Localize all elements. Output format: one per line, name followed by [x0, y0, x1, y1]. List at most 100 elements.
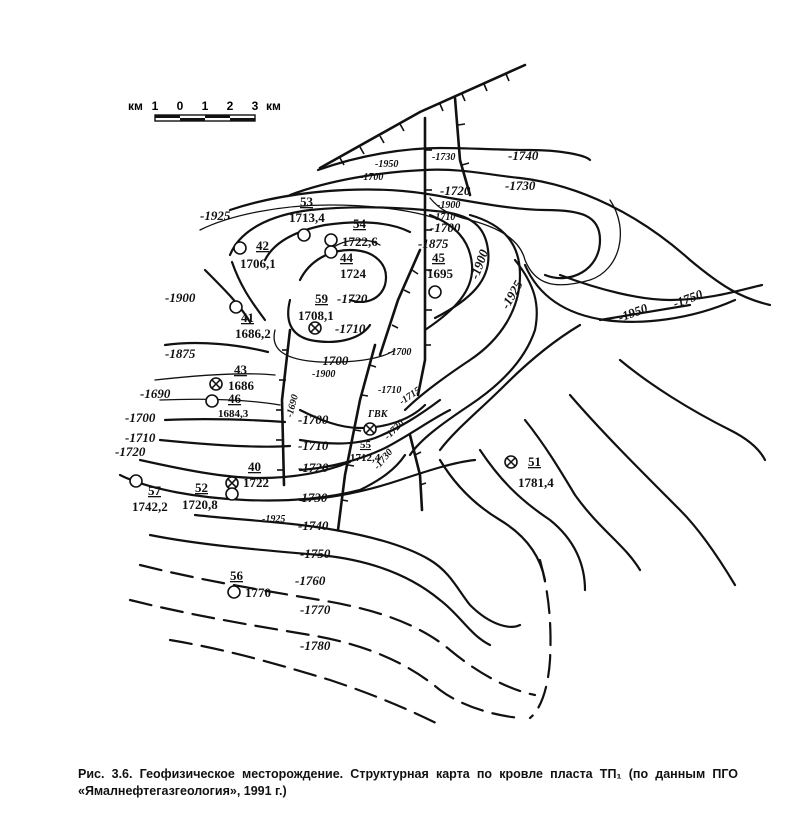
contour-line: [230, 260, 267, 322]
contour-label: -1720: [298, 460, 329, 475]
contour-line: [438, 458, 547, 582]
well-depth: 1686: [228, 378, 255, 393]
contour-line: [408, 258, 538, 457]
contour-label: -1730: [432, 152, 455, 163]
well-open-icon: [225, 487, 239, 501]
contour-label: -1720: [337, 291, 368, 306]
contour-line: [138, 458, 352, 480]
contour-line: [263, 221, 412, 262]
scale-bar: км 1 0 1 2 3 км: [128, 99, 281, 122]
contour-line: [558, 273, 764, 302]
contour-label: -1710: [335, 321, 366, 336]
fault-tick: [359, 146, 365, 155]
contour-label: -1720: [440, 183, 471, 198]
contour-label: -1710: [298, 438, 329, 453]
contour-line-dashed: [138, 563, 537, 697]
well-59[interactable]: 59 1708,1: [298, 291, 334, 335]
well-40[interactable]: 40 1722: [225, 459, 269, 490]
well-crossed-icon: [363, 422, 377, 436]
well-42[interactable]: 42 1706,1: [233, 238, 276, 271]
contour-label: -1710: [378, 385, 401, 396]
fault-tick: [439, 103, 444, 112]
scale-bar-segment: [230, 118, 255, 121]
fault-tick: [483, 83, 488, 92]
fault-tick: [391, 324, 399, 329]
contour-label: -1780: [300, 638, 331, 653]
fault-tick: [461, 162, 470, 166]
well-open-icon: [297, 228, 311, 242]
well-43[interactable]: 43 1686: [209, 362, 255, 393]
scale-bar-segment: [205, 115, 230, 118]
contour-labels: -1950 -1700 -1730 -1740 -1730 -1720 -190…: [115, 148, 705, 653]
contour-label: -1740: [298, 518, 329, 533]
well-open-icon: [129, 474, 143, 488]
scale-bar-segment: [155, 115, 180, 118]
well-crossed-icon: [504, 455, 518, 469]
scale-tick-label: 3: [252, 99, 259, 113]
well-crossed-icon: [308, 321, 322, 335]
well-number: 52: [195, 480, 208, 495]
contour-line-dashed: [168, 638, 442, 727]
structural-map: км 1 0 1 2 3 км: [115, 63, 772, 727]
well-number: 51: [528, 454, 541, 469]
well-52[interactable]: 52 1720,8: [182, 480, 239, 512]
well-45[interactable]: 45 1695: [427, 250, 454, 299]
fault-tick: [414, 451, 422, 456]
fault-tick: [361, 394, 369, 397]
contour-line-dashed: [528, 558, 552, 720]
well-depth: 1713,4: [289, 210, 325, 225]
well-depth: 1770: [245, 585, 271, 600]
fault-tick: [339, 157, 345, 166]
scale-unit-right: км: [266, 99, 281, 113]
contour-label: -1740: [508, 148, 539, 163]
fault-line: [318, 63, 527, 170]
contour-line: [148, 533, 492, 647]
contour-line: [118, 453, 407, 502]
fault-tick: [341, 499, 349, 502]
contour-line: [158, 438, 292, 448]
fault-tick: [399, 123, 405, 132]
scale-tick-label: 2: [227, 99, 234, 113]
fault-tick: [347, 464, 355, 467]
contour-line: [316, 146, 592, 172]
gwc-label: ГВК: [367, 409, 389, 420]
well-41[interactable]: 41 1686,2: [229, 300, 271, 341]
fault-tick: [461, 93, 466, 102]
well-open-icon: [324, 233, 338, 247]
well-44[interactable]: 44 1724: [324, 245, 367, 281]
contour-label: -1900: [165, 290, 196, 305]
contour-line: [287, 298, 372, 343]
well-53[interactable]: 53 1713,4: [289, 194, 325, 242]
well-open-icon: [324, 245, 338, 259]
well-number: 53: [300, 194, 314, 209]
contour-line: [228, 188, 602, 280]
fault-tick: [354, 429, 362, 432]
well-55[interactable]: 55 1712,4: [350, 422, 381, 464]
contour-line-dashed: [128, 598, 522, 720]
well-46[interactable]: 46 1684,3: [205, 391, 249, 420]
contour-line: [298, 248, 388, 303]
contour-line: [298, 408, 452, 472]
contour-line: [423, 213, 474, 332]
contour-line: [598, 303, 692, 322]
contour-line: [159, 398, 281, 406]
well-depth: 1781,4: [518, 475, 554, 490]
contour-line: [298, 458, 477, 502]
well-54[interactable]: 54 1722,6: [324, 216, 378, 249]
well-51[interactable]: 51 1781,4: [504, 454, 554, 490]
well-number: 45: [432, 250, 446, 265]
contour-label: -1875: [165, 346, 196, 361]
contour-line: [478, 448, 587, 592]
contour-line: [163, 341, 270, 354]
well-open-icon: [205, 394, 219, 408]
well-number: 42: [256, 238, 269, 253]
fault-ticks: [276, 73, 510, 502]
contour-label: -1875: [418, 236, 449, 251]
contour-line: [523, 418, 642, 572]
contour-label: -1900: [437, 200, 460, 211]
well-56[interactable]: 56 1770: [227, 568, 271, 600]
contour-line: [163, 418, 287, 424]
fault-tick: [411, 269, 419, 275]
well-57[interactable]: 57 1742,2: [129, 474, 168, 514]
contour-lines: [118, 146, 772, 647]
